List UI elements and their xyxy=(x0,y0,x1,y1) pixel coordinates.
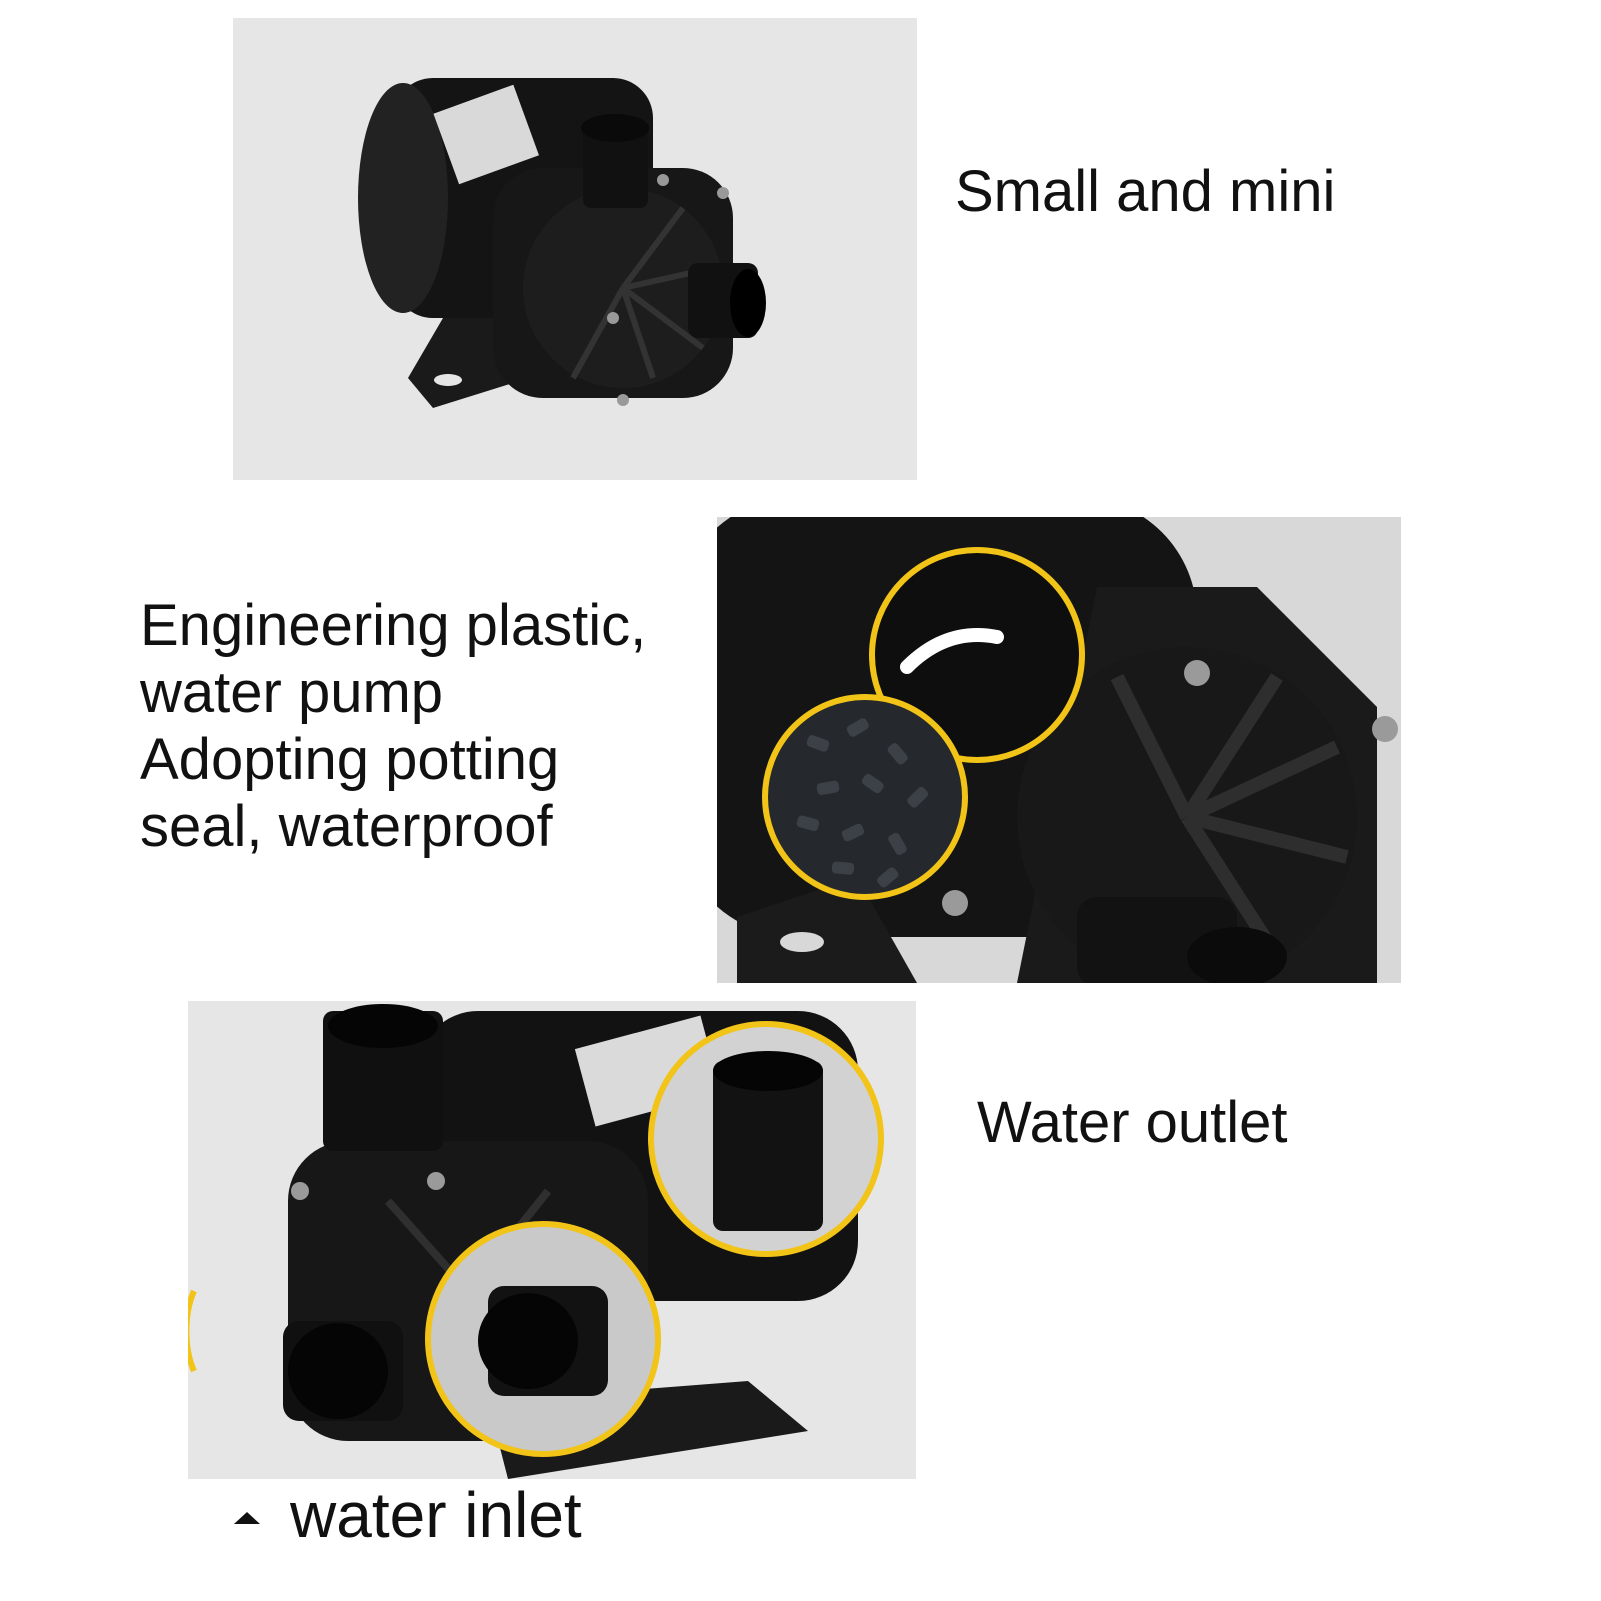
pump-illustration-closeup xyxy=(717,517,1401,983)
caption-material-line-2: water pump xyxy=(140,660,444,725)
caption-water-outlet: Water outlet xyxy=(977,1090,1288,1155)
triangle-up-icon xyxy=(234,1512,260,1524)
caption-material-line-4: seal, waterproof xyxy=(140,794,553,859)
caption-material-line-1: Engineering plastic, xyxy=(140,593,647,658)
caption-small-and-mini: Small and mini xyxy=(955,159,1336,224)
pump-closeup-photo xyxy=(717,517,1401,983)
caption-material: Engineering plastic, water pump Adopting… xyxy=(140,592,646,860)
caption-water-inlet: water inlet xyxy=(290,1479,582,1551)
pump-illustration-top xyxy=(233,18,917,480)
pump-photo-top xyxy=(233,18,917,480)
pump-inlet-outlet-photo xyxy=(188,1001,916,1479)
pump-illustration-bottom xyxy=(188,1001,916,1479)
caption-material-line-3: Adopting potting xyxy=(140,727,560,792)
